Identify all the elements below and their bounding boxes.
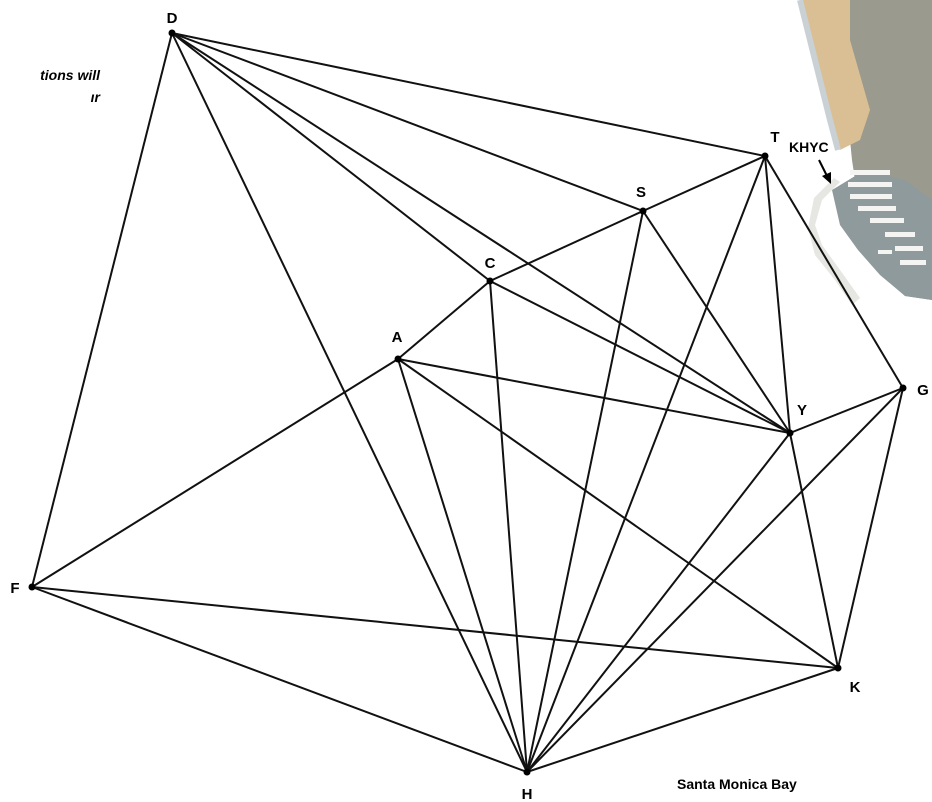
instructions-note: tions will ır <box>0 64 100 108</box>
course-leg-d-c <box>172 33 490 281</box>
course-leg-c-h <box>490 281 527 772</box>
course-leg-d-y <box>172 33 790 433</box>
mark-y-label: Y <box>797 402 807 419</box>
mark-d-dot <box>169 30 176 37</box>
mark-f-dot <box>29 584 36 591</box>
mark-k-dot <box>835 665 842 672</box>
note-line-1: tions will <box>0 64 100 86</box>
mark-h-dot <box>524 769 531 776</box>
course-leg-d-f <box>32 33 172 587</box>
course-leg-s-y <box>643 211 790 433</box>
mark-a-dot <box>395 356 402 363</box>
course-leg-f-k <box>32 587 838 668</box>
mark-s-label: S <box>636 184 646 201</box>
mark-y-dot <box>787 430 794 437</box>
mark-s-dot <box>640 208 647 215</box>
mark-g-dot <box>900 385 907 392</box>
mark-t-label: T <box>770 129 779 146</box>
course-leg-c-y <box>490 281 790 433</box>
note-line-2: ır <box>0 86 100 108</box>
course-leg-a-h <box>398 359 527 772</box>
course-leg-c-a <box>398 281 490 359</box>
course-leg-y-h <box>527 433 790 772</box>
mark-h-label: H <box>522 786 533 802</box>
club-label: KHYC <box>789 139 829 155</box>
mark-c-dot <box>487 278 494 285</box>
mark-g-label: G <box>917 382 929 399</box>
water-body-label: Santa Monica Bay <box>677 776 797 792</box>
course-leg-t-y <box>765 156 790 433</box>
mark-a-label: A <box>392 329 403 346</box>
mark-f-label: F <box>10 580 19 597</box>
course-leg-a-f <box>32 359 398 587</box>
course-leg-d-h <box>172 33 527 772</box>
course-leg-f-h <box>32 587 527 772</box>
course-leg-y-k <box>790 433 838 668</box>
mark-t-dot <box>762 153 769 160</box>
mark-d-label: D <box>167 10 178 27</box>
mark-c-label: C <box>485 255 496 272</box>
course-leg-d-t <box>172 33 765 156</box>
course-leg-g-k <box>838 388 903 668</box>
course-leg-s-c <box>490 211 643 281</box>
course-leg-k-h <box>527 668 838 772</box>
course-leg-g-h <box>527 388 903 772</box>
mark-k-label: K <box>850 679 861 696</box>
